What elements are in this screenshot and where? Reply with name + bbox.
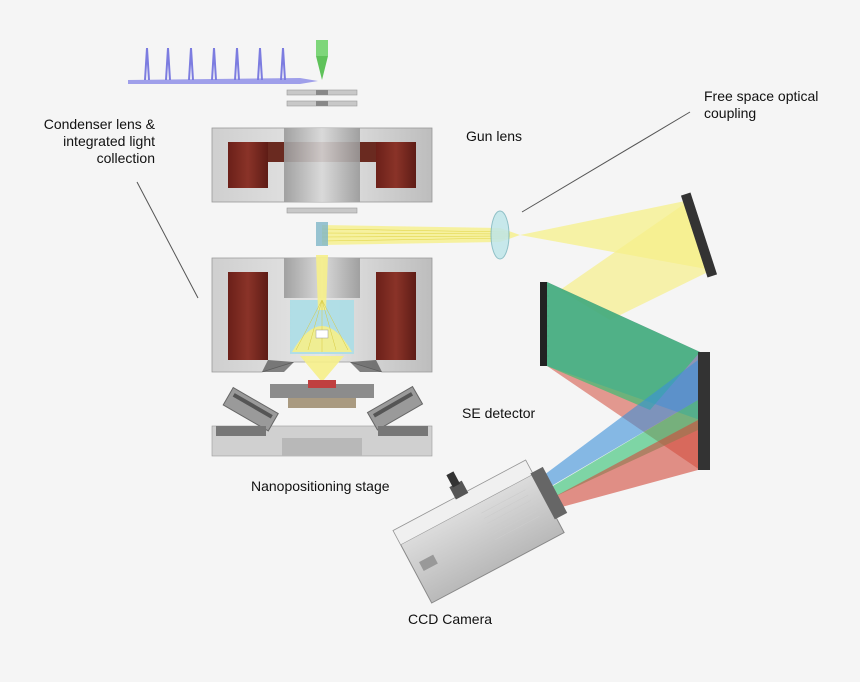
condenser-leader-line [136,181,199,299]
mirror-icon [680,192,718,278]
ccd-camera-label: CCD Camera [408,611,493,627]
electron-emitter-tip-icon [316,40,328,80]
ccd-camera-icon [392,459,568,604]
se-detector-label: SE detector [462,405,536,421]
free-space-leader-line [521,111,691,213]
free-space-coupling-label: Free space optical coupling [704,88,819,121]
optical-lens-icon [490,210,510,260]
collected-light-beam [316,222,520,246]
nanopositioning-stage [211,380,433,457]
gun-lens-label: Gun lens [466,128,523,144]
laser-pulse-train [128,47,318,84]
gun-lens-assembly [211,127,433,203]
beams-to-camera [540,360,698,508]
nanopositioning-stage-label: Nanopositioning stage [251,478,390,494]
condenser-lens-assembly [211,255,433,382]
extraction-apertures [286,89,358,107]
aperture-lower [286,207,358,214]
focusing-mirror-icon [698,352,710,470]
beam-mirror-to-grating [560,200,712,320]
condenser-lens-label: Condenser lens & integrated light collec… [43,116,155,166]
